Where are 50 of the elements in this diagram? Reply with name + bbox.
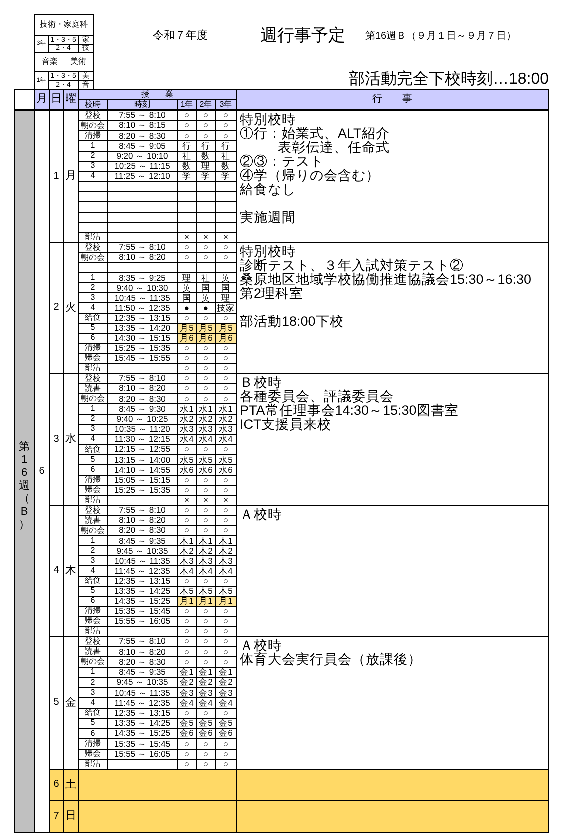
week-range: 第16週Ｂ（９月１日～９月７日）	[364, 30, 518, 44]
time-range: 7:55 ～ 8:10	[107, 110, 178, 122]
period-label: 朝の会	[78, 393, 108, 404]
column-header: 1年	[177, 99, 197, 110]
period-label: 登校	[78, 110, 108, 122]
event-note: PTA常任理事会14:30～15:30図書室	[240, 404, 459, 418]
period-label: 朝の会	[78, 120, 108, 132]
column-header: 行 事	[236, 89, 549, 110]
column-header: 校時	[78, 99, 108, 110]
column-header: 時刻	[107, 99, 178, 110]
class-mark: 月5	[177, 322, 197, 334]
event-note: 給食なし	[240, 183, 296, 197]
event-note: ②③：テスト	[240, 155, 324, 169]
event-note: 各種委員会、評議委員会	[240, 390, 394, 404]
column-header: 2年	[196, 99, 216, 110]
class-mark: 月5	[215, 322, 237, 334]
period-label: 朝の会	[78, 656, 108, 668]
event-note: ④学（帰りの会含む）	[240, 169, 380, 183]
class-mark: 木4	[196, 565, 216, 577]
class-mark: 月1	[177, 596, 197, 607]
class-mark: 水4	[177, 434, 197, 446]
event-note: 体育大会実行員会（放課後）	[240, 653, 422, 667]
fiscal-year: 令和７年度	[152, 28, 209, 44]
class-mark: 金4	[196, 697, 216, 709]
week-label: 第16週（B）	[14, 110, 35, 833]
dismissal-note: 部活動完全下校時刻…18:00	[348, 70, 549, 89]
event-note: 特別校時	[240, 245, 296, 259]
class-mark: 木4	[177, 565, 197, 577]
event-note: ICT支援員来校	[240, 418, 332, 432]
event-note: Ａ校時	[240, 508, 282, 522]
class-mark: 月1	[215, 596, 237, 607]
title: 週行事予定	[260, 25, 346, 46]
class-mark: 技家	[215, 302, 237, 314]
period-label: 朝の会	[78, 252, 108, 264]
class-mark: 月5	[196, 322, 216, 334]
event-note: 桑原地区地域学校協働推進協議会15:30～16:30第2理科室	[240, 273, 533, 301]
column-header: 3年	[215, 99, 237, 110]
class-mark: 金4	[177, 697, 197, 709]
event-note: Ａ校時	[240, 639, 282, 653]
event-note: 表彰伝達、任命式	[277, 141, 390, 155]
event-note: 診断テスト、３年入試対策テスト②	[240, 259, 464, 273]
period-label: 朝の会	[78, 525, 108, 536]
event-note: 実施週間	[240, 211, 296, 225]
subject-heading: 技術・家庭科	[34, 14, 94, 36]
class-mark: 水4	[196, 434, 216, 446]
event-note: Ｂ校時	[240, 376, 282, 390]
event-note: 特別校時	[240, 113, 296, 127]
event-note: ①行：始業式、ALT紹介	[240, 127, 390, 141]
event-note: 部活動18:00下校	[240, 315, 344, 329]
class-mark: 月1	[196, 596, 216, 607]
